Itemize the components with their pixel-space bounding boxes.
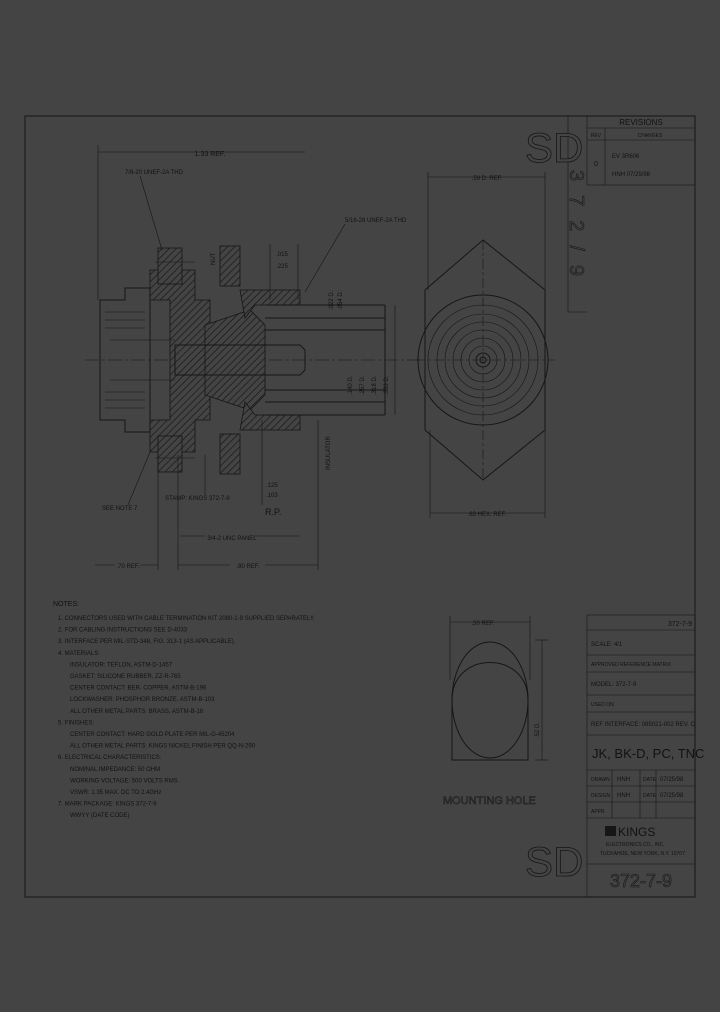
- label-stamp: STAMP: KINGS 372-7-9: [165, 496, 230, 502]
- label-rp: R.P.: [265, 507, 281, 517]
- label-insulator: INSULATOR: [326, 436, 332, 470]
- title-model: MODEL: 372-7-9: [591, 682, 637, 688]
- title-row-1-label: DRAWN: [591, 777, 610, 783]
- dim-318: .318 D.: [372, 375, 378, 395]
- title-scale: SCALE: 4/1: [591, 642, 623, 648]
- title-row-1-date-label: DATE: [643, 777, 657, 783]
- watermark-bottom: SD: [525, 838, 583, 885]
- note-line: LOCKWASHER: PHOSPHOR BRONZE, ASTM-B-103: [70, 697, 215, 703]
- label-see-note: SEE NOTE 7: [102, 506, 138, 512]
- label-rear-thread: 7/8-20 UNEF-2A THD: [125, 170, 184, 176]
- part-number: 372-7-9: [610, 871, 672, 891]
- company-name: KINGS: [618, 825, 655, 839]
- notes-block: NOTES: 1. CONNECTORS USED WITH CABLE TER…: [53, 601, 315, 819]
- dim-125: .125: [266, 483, 278, 489]
- title-row-3-label: APPR: [591, 809, 605, 815]
- note-line: GASKET: SILICONE RUBBER, ZZ-R-765: [70, 674, 181, 680]
- connector-section-view: [85, 245, 420, 475]
- mounting-hole-width: .50 REF.: [471, 621, 494, 627]
- note-line: WWYY (DATE CODE): [70, 813, 129, 819]
- title-block: 372-7-9 SCALE: 4/1 APPROVED REFERENCE MA…: [586, 614, 704, 898]
- label-nut: NUT: [211, 252, 217, 265]
- company-sub2: TUCKAHOE, NEW YORK, N.Y. 10707: [600, 851, 685, 857]
- note-line: CENTER CONTACT: HARD GOLD PLATE PER MIL-…: [70, 732, 235, 738]
- connector-end-view: [415, 239, 555, 481]
- end-view-dimensions: .59 D. REF. .63 HEX. REF.: [427, 172, 546, 518]
- note-line: ALL OTHER METAL PARTS: KINGS NICKEL FINI…: [70, 744, 256, 750]
- note-line: INSULATOR: TEFLON, ASTM-D-1457: [70, 662, 173, 668]
- note-line: NOMINAL IMPEDANCE: 50 OHM: [70, 767, 160, 773]
- note-line: 2. FOR CABLING INSTRUCTIONS SEE D-4033: [58, 628, 188, 634]
- title-row-1-name: HNH: [617, 777, 630, 783]
- title-row-2-date-label: DATE: [643, 793, 657, 799]
- revisions-col-changes: CHANGES: [638, 133, 663, 139]
- label-panel: 3/4-2 UNC PANEL: [207, 536, 257, 542]
- note-line: 5. FINISHES:: [58, 720, 94, 726]
- note-line: VSWR: 1.35 MAX. DC TO 2.4GHz: [70, 790, 161, 796]
- note-line: 7. MARK PACKAGE: KINGS 372-7-9: [58, 802, 157, 808]
- dim-022: .022 D.: [329, 290, 335, 310]
- dim-015: .015: [276, 252, 288, 258]
- mounting-hole-height: .52 D.: [535, 722, 541, 738]
- revisions-title: REVISIONS: [619, 118, 663, 127]
- revisions-col-rev: REV: [591, 133, 602, 139]
- revision-number: 0: [594, 161, 598, 168]
- drawing-border: [24, 115, 696, 898]
- title-row-1-date: 07/25/98: [660, 777, 684, 783]
- revisions-block: REVISIONS REV CHANGES 0 EV 3R606 HNH 07/…: [586, 115, 696, 186]
- title-approved: APPROVED REFERENCE MATRIX: [591, 662, 672, 668]
- front-view-dimensions: 1.33 REF. 7/8-20 UNEF-2A THD 5/16-28 UNE…: [95, 145, 407, 570]
- dim-225: .225: [276, 264, 288, 270]
- notes-lines: 1. CONNECTORS USED WITH CABLE TERMINATIO…: [58, 616, 315, 819]
- dim-389: .389 D.: [384, 375, 390, 395]
- dim-80-ref: .80 REF.: [236, 564, 259, 570]
- revision-change-2: HNH 07/25/98: [612, 172, 651, 178]
- title-description: JK, BK-D, PC, TNC: [592, 746, 704, 761]
- company-sub1: ELECTRONICS CO., INC.: [606, 842, 665, 848]
- dim-054: .054 D.: [338, 290, 344, 310]
- mounting-hole-detail: .50 REF. .52 D. MOUNTING HOLE: [443, 616, 548, 807]
- note-line: 1. CONNECTORS USED WITH CABLE TERMINATIO…: [58, 616, 315, 622]
- notes-title: NOTES:: [53, 601, 79, 608]
- dim-103: .103: [266, 493, 278, 499]
- dim-257: .257 D.: [360, 375, 366, 395]
- title-row-2-name: HNH: [617, 793, 630, 799]
- note-line: ALL OTHER METAL PARTS: BRASS, ASTM-B-16: [70, 709, 204, 715]
- dim-140: .140 D.: [348, 375, 354, 395]
- watermark-top: SD: [525, 124, 583, 171]
- note-line: CENTER CONTACT: BER. COPPER, ASTM-B-196: [70, 686, 207, 692]
- note-line: 4. MATERIALS:: [58, 651, 100, 657]
- dim-70-ref: .70 REF.: [116, 564, 139, 570]
- note-line: WORKING VOLTAGE: 500 VOLTS RMS: [70, 778, 178, 784]
- label-front-thread: 5/16-28 UNEF-2A THD: [345, 218, 407, 224]
- dim-overall-length: 1.33 REF.: [195, 151, 226, 158]
- mounting-hole-title: MOUNTING HOLE: [443, 795, 536, 807]
- watermark-vertical: 372/9: [565, 170, 587, 290]
- end-view-hex-label: .63 HEX. REF.: [468, 512, 507, 518]
- note-line: 6. ELECTRICAL CHARACTERISTICS:: [58, 755, 162, 761]
- title-used-on: USED ON: [591, 702, 614, 708]
- note-line: 3. INTERFACE PER MIL-STD-348, FIG. 313-1…: [58, 639, 236, 645]
- company-logo: [605, 826, 616, 836]
- end-view-dia-label: .59 D. REF.: [472, 176, 503, 182]
- revision-change-1: EV 3R606: [612, 154, 640, 160]
- title-part-top: 372-7-9: [668, 621, 692, 628]
- title-row-2-label: DESIGN: [591, 793, 611, 799]
- title-ref-interface: REF INTERFACE: 085021-002 REV. C: [591, 722, 695, 728]
- title-row-2-date: 07/25/98: [660, 793, 684, 799]
